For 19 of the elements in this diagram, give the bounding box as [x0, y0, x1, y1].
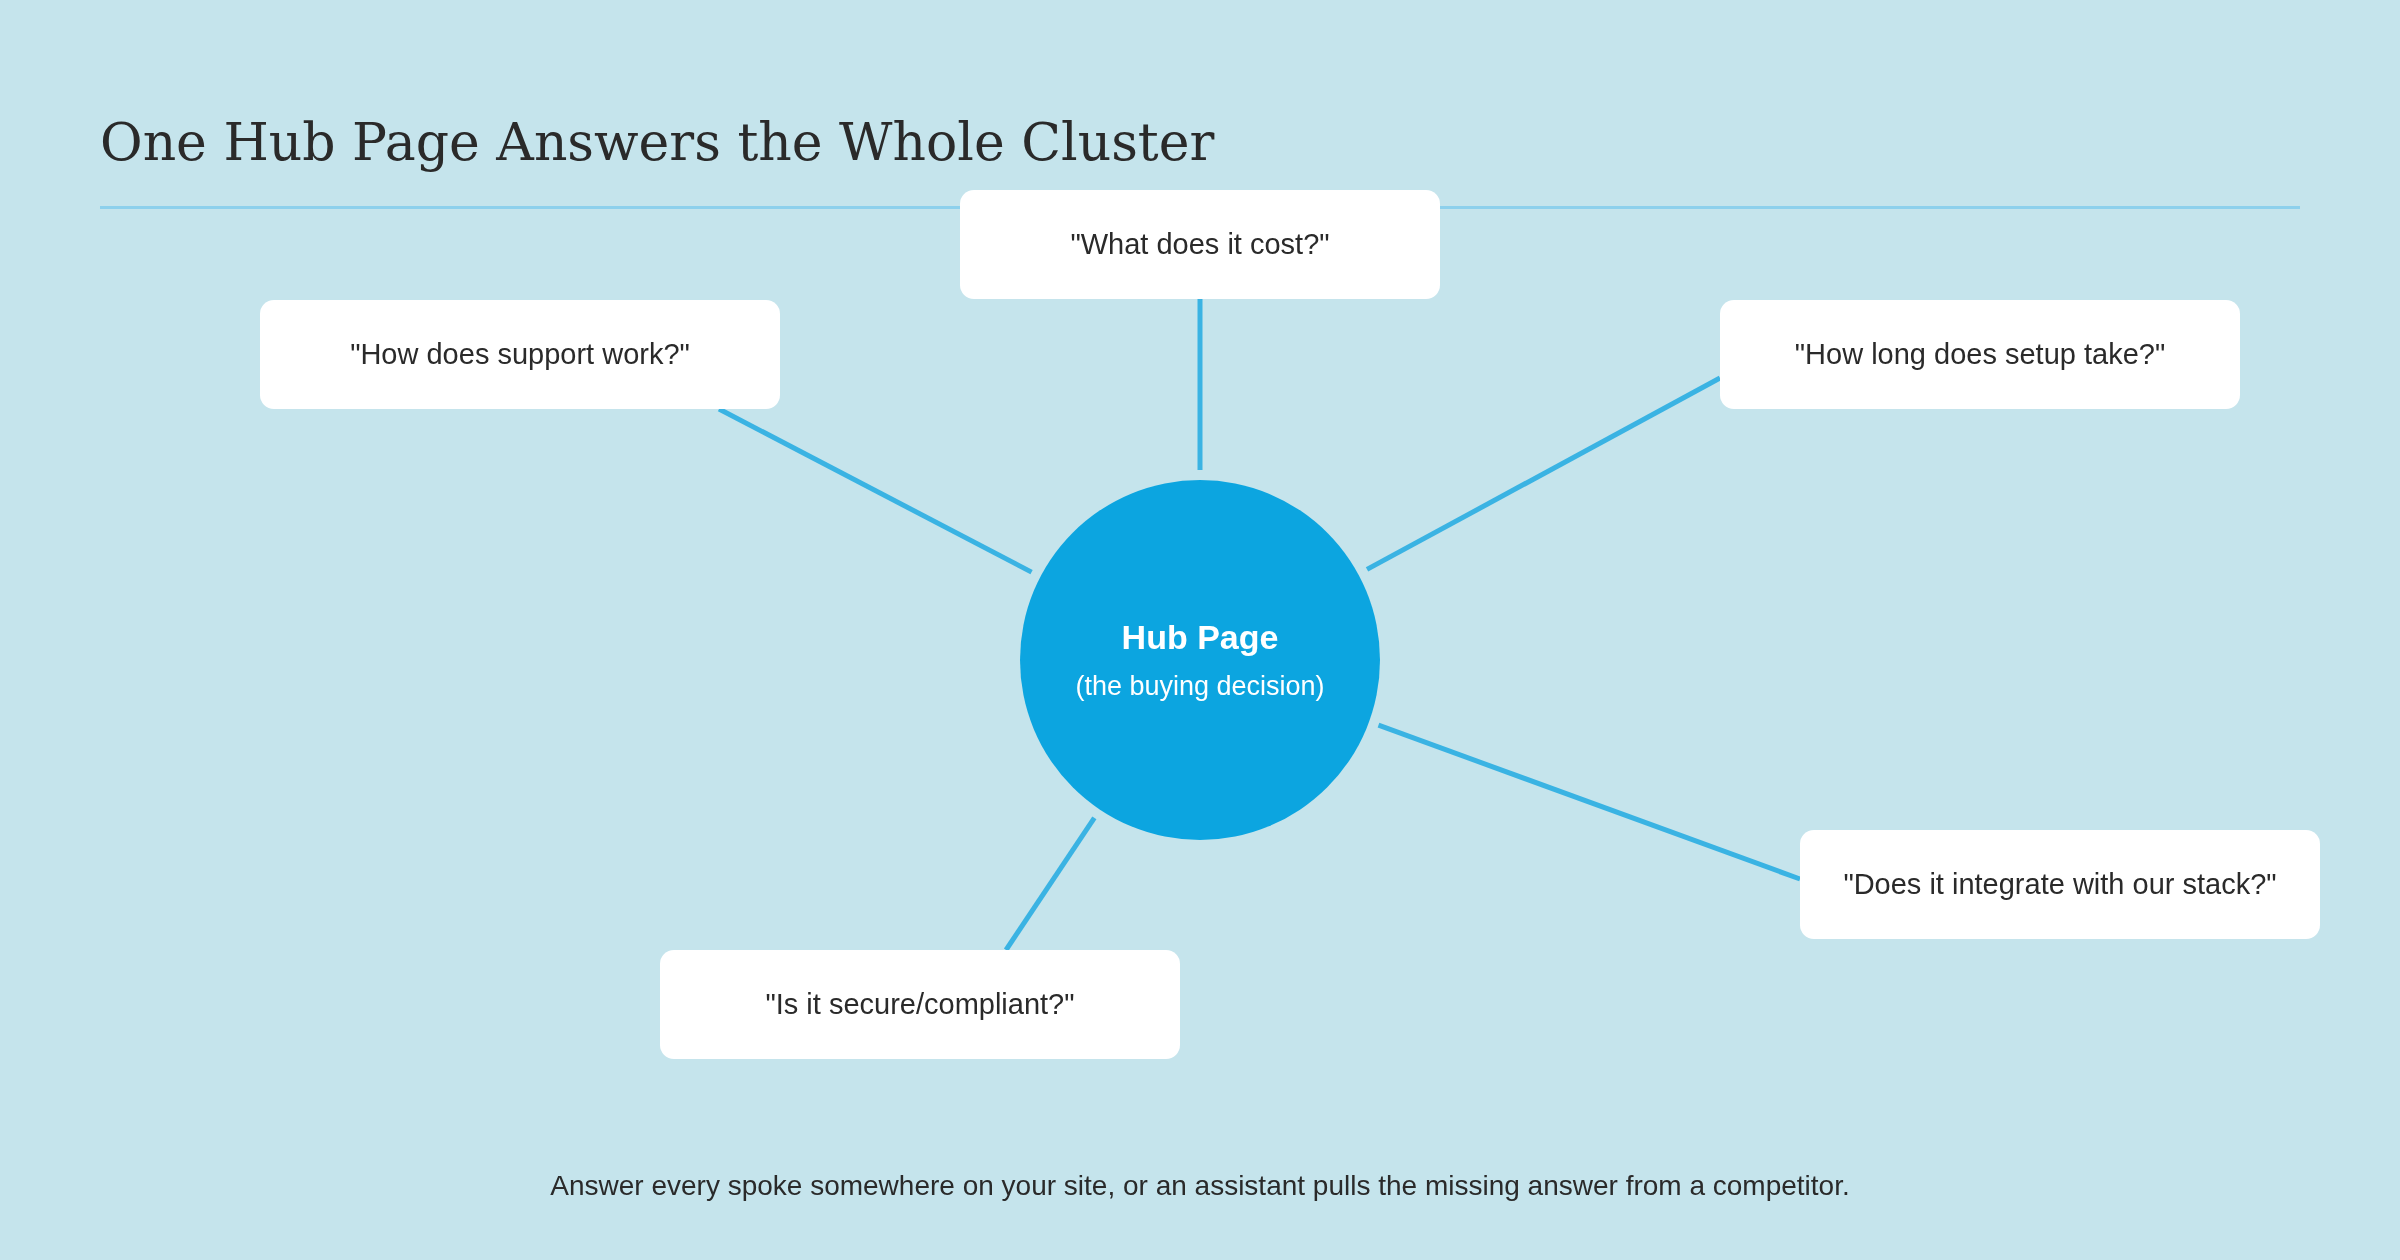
spoke-line [717, 406, 1033, 575]
question-card [660, 950, 1180, 1059]
question-card [960, 190, 1440, 299]
caption: Answer every spoke somewhere on your site, or an assistant pulls the missing answer from a competitor. [549, 1170, 1851, 1202]
hub-title: Hub Page [1121, 618, 1279, 657]
question-card [1720, 300, 2240, 409]
spoke-line [1197, 298, 1203, 470]
hub-subtitle: (the buying decision) [1075, 671, 1325, 702]
diagram-title: One Hub Page Answers the Whole Cluster [100, 112, 1215, 172]
question-text: "How does support work?" [350, 338, 690, 371]
question-text: "What does it cost?" [1070, 228, 1330, 261]
spoke-line [1003, 816, 1097, 952]
spoke-line [1365, 375, 1722, 572]
spoke-line [1377, 722, 1801, 882]
question-text: "Does it integrate with our stack?" [1843, 868, 2277, 901]
question-text: "Is it secure/compliant?" [765, 988, 1075, 1021]
question-card [260, 300, 780, 409]
question-text: "How long does setup take?" [1794, 338, 2166, 371]
question-card [1800, 830, 2320, 939]
